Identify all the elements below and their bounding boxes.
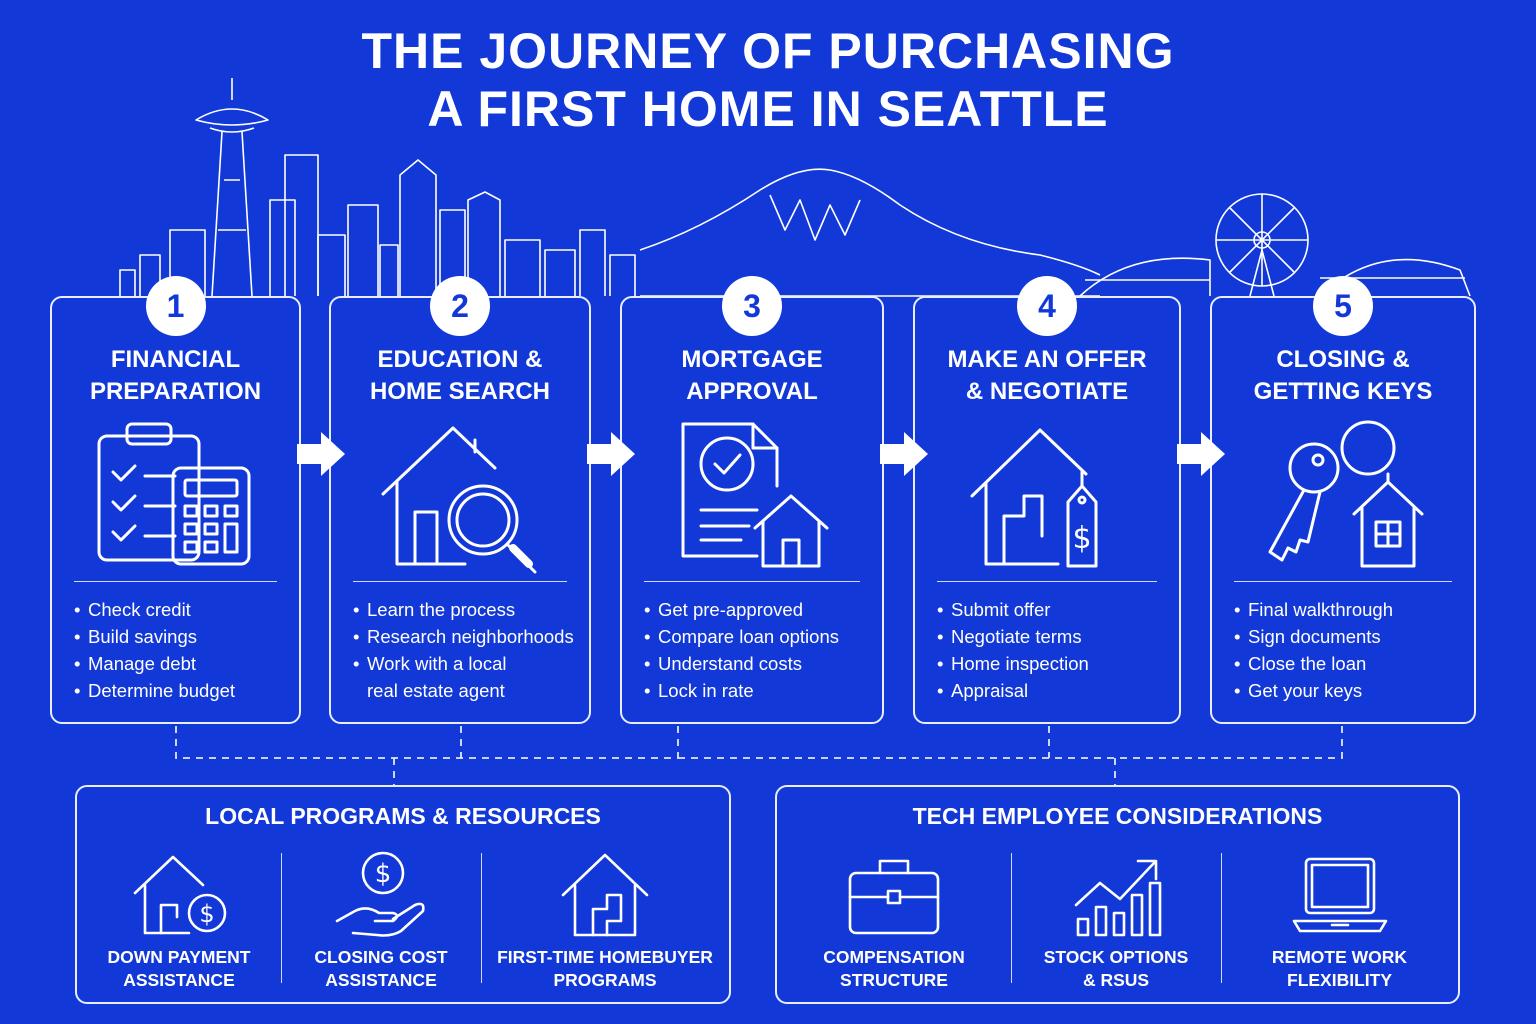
separator [1221,853,1222,983]
title-line-2: A FIRST HOME IN SEATTLE [427,81,1109,137]
step-card-1: 1 FINANCIAL PREPARATION Check credit Bui… [50,276,301,724]
house-dollar-icon: $ [133,855,227,935]
step-title: EDUCATION & HOME SEARCH [369,346,550,405]
list-item: Negotiate terms [937,623,1171,650]
step-number-badge: 3 [722,276,782,336]
laptop-icon [1292,857,1387,933]
resource-label: FIRST-TIME HOMEBUYER PROGRAMS [497,947,713,990]
step-number-badge: 1 [145,276,206,336]
list-item: Determine budget [74,677,291,704]
arrow-right-icon [880,432,928,476]
step-card-4: 4 MAKE AN OFFER & NEGOTIATE $ Submit off… [913,276,1181,724]
house-icon [561,853,649,937]
consideration-stock-options: STOCK OPTIONS & RSUS [1011,849,1221,999]
tech-considerations-panel: TECH EMPLOYEE CONSIDERATIONS COMPENSATIO… [775,785,1460,1004]
step-checklist: Check credit Build savings Manage debt D… [74,596,291,704]
title-line-1: THE JOURNEY OF PURCHASING [361,23,1175,79]
step-title: FINANCIAL PREPARATION [89,346,262,405]
list-item: Appraisal [937,677,1171,704]
list-item: Learn the process [353,596,581,623]
arrow-right-icon [297,432,345,476]
panel-title: LOCAL PROGRAMS & RESOURCES [205,803,601,829]
step-divider [74,581,277,582]
hand-coin-icon: $ [335,851,425,937]
step-number-badge: 2 [430,276,490,336]
resource-down-payment: $ DOWN PAYMENT ASSISTANCE [77,849,281,999]
step-card-3: 3 MORTGAGE APPROVAL Get pre-approved Com… [620,276,884,724]
page-title: THE JOURNEY OF PURCHASING A FIRST HOME I… [0,22,1536,138]
consideration-label: STOCK OPTIONS & RSUS [1043,947,1189,990]
document-house-icon [681,422,829,568]
checklist-calculator-icon [97,422,250,566]
list-item: Lock in rate [644,677,874,704]
dashed-connector-lines [175,726,1343,786]
step-divider [1234,581,1452,582]
svg-text:$: $ [375,859,392,889]
list-item: Home inspection [937,650,1171,677]
arrow-right-icon [587,432,635,476]
resource-closing-cost: $ CLOSING COST ASSISTANCE [281,849,481,999]
svg-text:$: $ [199,900,214,928]
growth-chart-icon [1074,859,1162,937]
step-card-2: 2 EDUCATION & HOME SEARCH Learn the proc… [329,276,591,724]
panel-title: TECH EMPLOYEE CONSIDERATIONS [912,803,1323,829]
list-item: Understand costs [644,650,874,677]
step-checklist: Final walkthrough Sign documents Close t… [1234,596,1466,704]
step-title: MORTGAGE APPROVAL [681,346,823,405]
list-item: Final walkthrough [1234,596,1466,623]
resource-label: DOWN PAYMENT ASSISTANCE [107,947,251,990]
arrow-right-icon [1177,432,1225,476]
list-item: Manage debt [74,650,291,677]
step-number-badge: 5 [1313,276,1373,336]
list-item: Work with a local real estate agent [353,650,581,704]
step-checklist: Submit offer Negotiate terms Home inspec… [937,596,1171,704]
list-item: Close the loan [1234,650,1466,677]
briefcase-icon [848,859,940,935]
list-item: Get pre-approved [644,596,874,623]
separator [281,853,282,983]
list-item: Compare loan options [644,623,874,650]
consideration-label: COMPENSATION STRUCTURE [823,947,965,990]
list-item: Research neighborhoods [353,623,581,650]
separator [1011,853,1012,983]
step-checklist: Get pre-approved Compare loan options Un… [644,596,874,704]
resource-first-time-buyer: FIRST-TIME HOMEBUYER PROGRAMS [481,849,729,999]
consideration-label: REMOTE WORK FLEXIBILITY [1271,947,1408,990]
seattle-skyline-illustration [119,78,1471,297]
step-divider [353,581,567,582]
step-divider [937,581,1157,582]
house-price-tag-icon: $ [970,428,1098,568]
separator [481,853,482,983]
step-checklist: Learn the process Research neighborhoods… [353,596,581,704]
consideration-remote-work: REMOTE WORK FLEXIBILITY [1221,849,1458,999]
list-item: Check credit [74,596,291,623]
house-magnifier-icon [381,426,537,574]
step-divider [644,581,860,582]
step-card-5: 5 CLOSING & GETTING KEYS Final walkthrou… [1210,276,1476,724]
step-title: CLOSING & GETTING KEYS [1253,346,1433,405]
list-item: Build savings [74,623,291,650]
local-programs-panel: LOCAL PROGRAMS & RESOURCES $ DOWN PAYMEN… [75,785,731,1004]
list-item: Submit offer [937,596,1171,623]
resource-label: CLOSING COST ASSISTANCE [314,947,448,990]
list-item: Sign documents [1234,623,1466,650]
consideration-compensation: COMPENSATION STRUCTURE [777,849,1011,999]
step-number-badge: 4 [1017,276,1077,336]
key-house-icon [1268,420,1424,568]
step-title: MAKE AN OFFER & NEGOTIATE [947,346,1147,405]
svg-text:$: $ [1072,521,1091,556]
list-item: Get your keys [1234,677,1466,704]
